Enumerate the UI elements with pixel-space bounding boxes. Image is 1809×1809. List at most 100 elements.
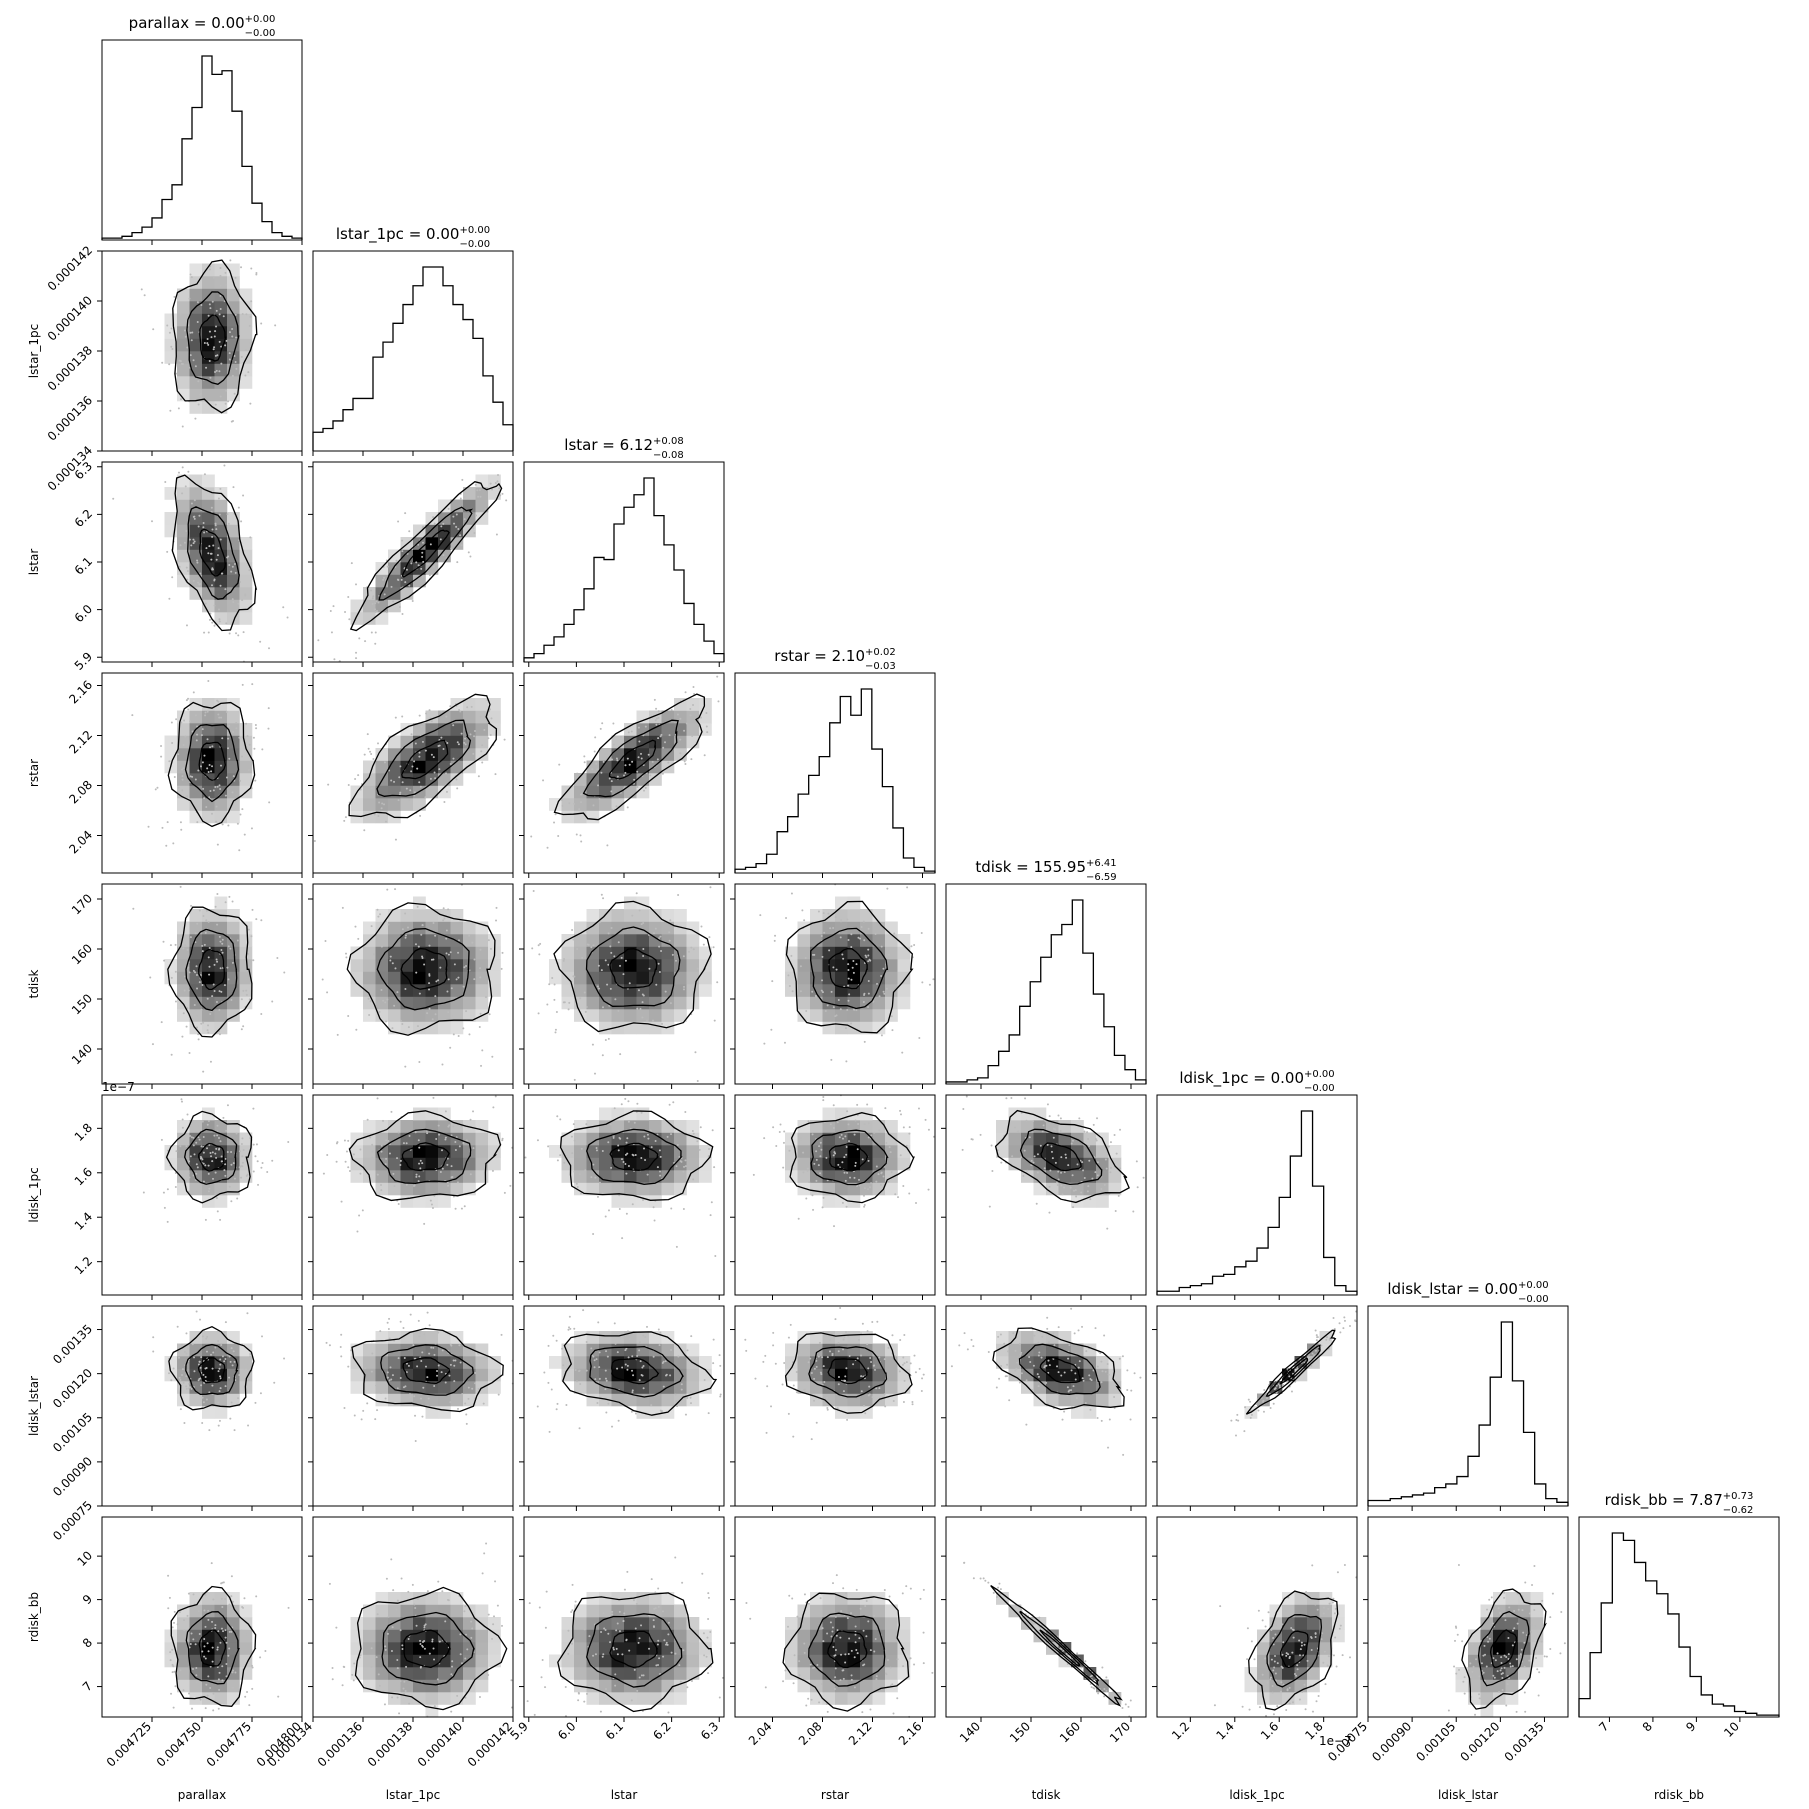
sample-point xyxy=(348,1169,351,1172)
density-cell xyxy=(624,934,637,947)
sample-point xyxy=(176,1623,179,1626)
density-cell xyxy=(586,1331,600,1344)
sample-point xyxy=(616,1351,619,1354)
density-cell xyxy=(425,959,439,972)
density-cell xyxy=(599,1182,612,1196)
sample-point xyxy=(234,571,237,574)
sample-point xyxy=(396,1157,399,1160)
density-cell xyxy=(624,1642,637,1655)
sample-point xyxy=(386,888,389,891)
sample-point xyxy=(195,1681,198,1684)
sample-point xyxy=(259,1656,262,1659)
density-cell xyxy=(239,959,253,972)
sample-point xyxy=(1113,1396,1116,1399)
density-cell xyxy=(438,1356,451,1369)
sample-point xyxy=(187,1382,190,1385)
density-cell xyxy=(363,599,376,613)
density-cell xyxy=(1008,1145,1022,1158)
sample-point xyxy=(787,1336,790,1339)
sample-point xyxy=(194,365,197,368)
sample-point xyxy=(192,359,195,362)
sample-point xyxy=(590,946,593,949)
density-cell xyxy=(624,971,637,985)
sample-point xyxy=(1349,1325,1352,1328)
sample-point xyxy=(444,1136,447,1139)
sample-point xyxy=(1032,1120,1035,1123)
sample-point xyxy=(246,1173,249,1176)
density-cell xyxy=(425,1679,439,1693)
sample-point xyxy=(821,1206,824,1209)
sample-point xyxy=(211,621,214,624)
sample-point xyxy=(163,959,166,962)
density-cell xyxy=(450,1692,464,1705)
sample-point xyxy=(563,957,566,960)
sample-point xyxy=(710,1201,713,1204)
sample-point xyxy=(179,313,182,316)
sample-point xyxy=(887,953,890,956)
sample-point xyxy=(449,951,452,954)
sample-point xyxy=(202,522,205,525)
sample-point xyxy=(241,1137,244,1140)
sample-point xyxy=(705,725,708,728)
sample-point xyxy=(1061,1193,1064,1196)
density-cell xyxy=(463,487,476,500)
sample-point xyxy=(190,1632,193,1635)
sample-point xyxy=(807,1361,810,1364)
sample-point xyxy=(199,765,202,768)
sample-point xyxy=(1316,1336,1319,1339)
sample-point xyxy=(1067,1390,1070,1393)
density-cell xyxy=(624,1692,637,1705)
sample-point xyxy=(380,989,383,992)
sample-point xyxy=(631,1355,634,1358)
density-cell xyxy=(674,996,687,1010)
sample-point xyxy=(408,584,411,587)
sample-point xyxy=(203,473,206,476)
sample-point xyxy=(438,1133,441,1136)
density-cell xyxy=(661,723,675,736)
sample-point xyxy=(987,1351,990,1354)
density-cell xyxy=(425,1667,439,1680)
sample-point xyxy=(209,1012,212,1015)
sample-point xyxy=(432,1096,435,1099)
sample-point xyxy=(188,971,191,974)
sample-point xyxy=(348,618,351,621)
density-cell xyxy=(375,1629,389,1643)
sample-point xyxy=(149,976,152,979)
sample-point xyxy=(178,1376,181,1379)
sample-point xyxy=(830,990,833,993)
sample-point xyxy=(432,958,435,961)
density-cell xyxy=(674,748,687,761)
sample-point xyxy=(336,1033,339,1036)
sample-point xyxy=(207,1172,210,1175)
density-cell xyxy=(164,351,178,364)
density-cell xyxy=(636,1667,650,1680)
sample-point xyxy=(613,1107,616,1110)
sample-point xyxy=(857,936,860,939)
density-cell xyxy=(214,599,228,613)
sample-point xyxy=(1036,1373,1039,1376)
sample-point xyxy=(253,747,256,750)
sample-point xyxy=(631,1369,634,1372)
sample-point xyxy=(186,570,189,573)
sample-point xyxy=(1236,1413,1239,1416)
density-cell xyxy=(1058,1368,1072,1382)
sample-point xyxy=(345,1150,348,1153)
sample-point xyxy=(687,950,690,953)
density-cell xyxy=(177,524,190,538)
density-cell xyxy=(413,1642,426,1655)
sample-point xyxy=(836,1121,839,1124)
density-cell xyxy=(177,1120,190,1133)
sample-point xyxy=(832,1104,835,1107)
density-cell xyxy=(822,1157,836,1171)
density-cell xyxy=(822,1009,836,1022)
sample-point xyxy=(219,284,222,287)
sample-point xyxy=(801,909,804,912)
sample-point xyxy=(1042,1124,1045,1127)
sample-point xyxy=(484,996,487,999)
density-cell xyxy=(1008,1157,1022,1171)
sample-point xyxy=(455,778,458,781)
sample-point xyxy=(440,525,443,528)
sample-point xyxy=(610,926,613,929)
density-cell xyxy=(475,1356,489,1369)
density-cell xyxy=(686,959,700,972)
